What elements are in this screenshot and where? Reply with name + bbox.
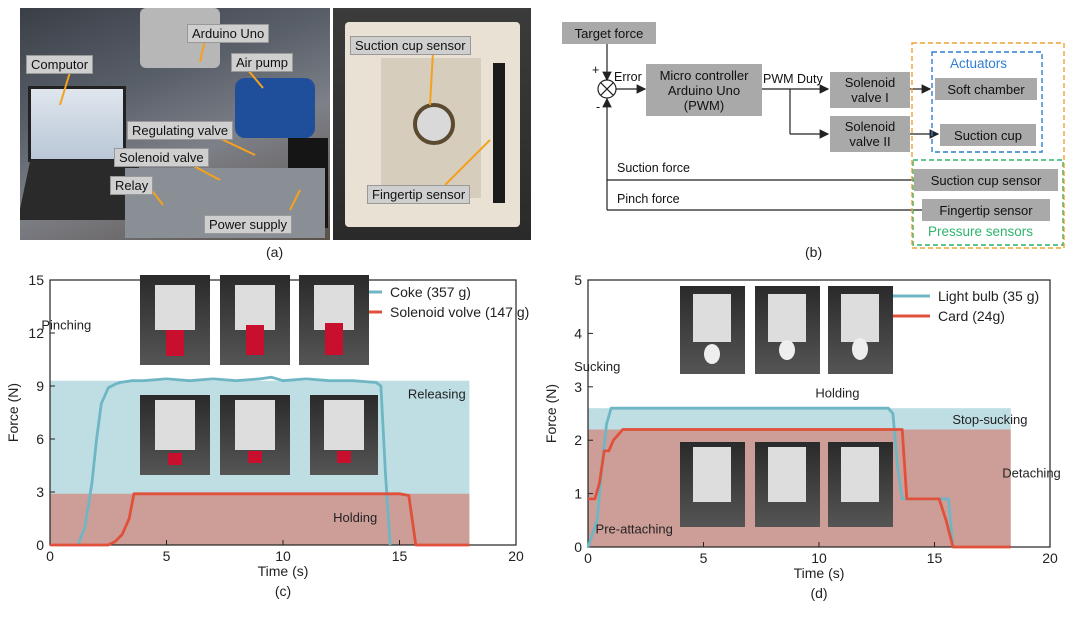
- chart-c-caption: (c): [275, 583, 291, 599]
- target-force-block: Target force: [562, 22, 656, 44]
- inset-d-3: [828, 286, 893, 374]
- suction-cup-block: Suction cup: [940, 124, 1036, 146]
- suction-cup-disk: [413, 103, 455, 145]
- inset-c-2: [220, 275, 290, 365]
- inset-d-5: [755, 442, 820, 527]
- chart-c-ytick-label-5: 15: [28, 272, 44, 288]
- label-fingertip-sensor: Fingertip sensor: [367, 185, 471, 204]
- chart-d-annotation-1: Holding: [815, 385, 859, 400]
- chart-c-region-1: [50, 493, 470, 545]
- inset-c-6: [310, 395, 378, 475]
- valve1-block: Solenoid valve I: [830, 72, 910, 108]
- chart-c-annotation-0: Pinching: [41, 317, 91, 332]
- pinch-force-label: Pinch force: [617, 192, 680, 206]
- plus-sign: +: [592, 63, 600, 77]
- chart-c-legend-label-1: Solenoid volve (147 g): [390, 304, 529, 320]
- chart-c-ytick-label-0: 0: [36, 537, 44, 553]
- label-solenoid-valve: Solenoid valve: [114, 148, 209, 167]
- inset-c-1: [140, 275, 210, 365]
- chart-c-xlabel: Time (s): [258, 563, 309, 579]
- chart-c-xtick-label-1: 5: [163, 548, 171, 564]
- inset-c-5: [220, 395, 290, 475]
- chart-c-ytick-label-2: 6: [36, 431, 44, 447]
- label-relay: Relay: [110, 176, 154, 195]
- label-computer: Computor: [26, 55, 94, 74]
- fingertip-strip: [493, 63, 505, 203]
- inset-d-6: [828, 442, 893, 527]
- fingertip-sensor-block: Fingertip sensor: [922, 199, 1050, 221]
- chart-d-xtick-label-3: 15: [927, 550, 943, 566]
- chart-d-xtick-label-1: 5: [700, 550, 708, 566]
- chart-d-xtick-label-4: 20: [1042, 550, 1058, 566]
- chart-c-annotation-2: Holding: [333, 510, 377, 525]
- chart-c-series-1: [50, 492, 470, 547]
- chart-d-ytick-label-4: 4: [574, 325, 582, 341]
- valve2-block: Solenoid valve II: [830, 116, 910, 152]
- chart-c-series-0: [76, 375, 392, 546]
- caption-a: (a): [266, 244, 284, 260]
- chart-d-ytick-label-5: 5: [574, 272, 582, 288]
- soft-chamber-block: Soft chamber: [935, 78, 1037, 100]
- chart-d-annotation-4: Pre-attaching: [596, 522, 673, 537]
- laptop-screen: [28, 86, 126, 162]
- label-power-supply: Power supply: [204, 215, 293, 234]
- chart-c-xtick-label-4: 20: [508, 548, 524, 564]
- chart-c-xtick-label-2: 10: [275, 548, 291, 564]
- inset-c-3: [299, 275, 369, 365]
- chart-c-ytick-label-4: 12: [28, 325, 44, 341]
- chart-c-ylabel: Force (N): [5, 383, 21, 442]
- chart-d-xtick-label-2: 10: [811, 550, 827, 566]
- label-suction-cup-sensor: Suction cup sensor: [350, 36, 471, 55]
- chart-d-legend-label-1: Card (24g): [938, 308, 1005, 324]
- chart-d-ytick-label-2: 2: [574, 432, 582, 448]
- chart-d-ytick-label-1: 1: [574, 486, 582, 502]
- inset-c-4: [140, 395, 210, 475]
- inset-d-2: [755, 286, 820, 374]
- chart-d-annotation-0: Sucking: [574, 359, 620, 374]
- inset-d-4: [680, 442, 745, 527]
- minus-sign: -: [596, 100, 601, 114]
- pressure-sensors-label: Pressure sensors: [928, 224, 1034, 239]
- chart-c-ytick-label-1: 3: [36, 484, 44, 500]
- error-label: Error: [614, 70, 642, 84]
- chart-c-xtick-label-3: 15: [392, 548, 408, 564]
- mcu-block: Micro controller Arduino Uno (PWM): [646, 64, 762, 116]
- chart-d-xlabel: Time (s): [794, 565, 845, 581]
- caption-b: (b): [805, 244, 823, 260]
- chart-d-caption: (d): [810, 585, 827, 601]
- setup-photo: [20, 8, 330, 240]
- label-arduino: Arduino Uno: [187, 24, 270, 43]
- chart-c-xtick-label-0: 0: [46, 548, 54, 564]
- chart-d-series-1: [588, 428, 1011, 549]
- pwm-duty-label: PWM Duty: [763, 72, 823, 86]
- chart-c-ytick-label-3: 9: [36, 378, 44, 394]
- air-pump-body: [235, 78, 315, 138]
- chart-c-annotation-1: Releasing: [408, 386, 466, 401]
- label-air-pump: Air pump: [231, 53, 294, 72]
- chart-d-legend-label-0: Light bulb (35 g): [938, 288, 1039, 304]
- chart-c-legend-label-0: Coke (357 g): [390, 284, 471, 300]
- chart-d-xtick-label-0: 0: [584, 550, 592, 566]
- suction-force-label: Suction force: [617, 161, 690, 175]
- chart-d-ylabel: Force (N): [543, 384, 559, 443]
- suction-cup-sensor-block: Suction cup sensor: [914, 169, 1058, 191]
- inset-d-1: [680, 286, 745, 374]
- chart-d-annotation-2: Stop-sucking: [952, 412, 1027, 427]
- chart-d-ytick-label-0: 0: [574, 539, 582, 555]
- actuators-label: Actuators: [950, 56, 1008, 71]
- chart-d-annotation-3: Detaching: [1002, 466, 1061, 481]
- chart-d-ytick-label-3: 3: [574, 379, 582, 395]
- label-regulating-valve: Regulating valve: [127, 121, 234, 140]
